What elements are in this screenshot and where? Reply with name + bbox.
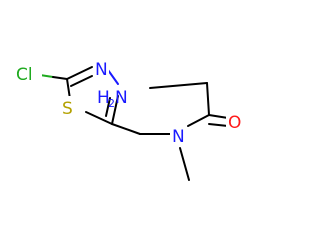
atom-o-label: O <box>228 113 241 133</box>
bond-carbonyl-o-double <box>208 123 229 127</box>
side-chain <box>111 82 229 181</box>
atom-nh2-n-label: N <box>115 88 128 108</box>
bond-carbonyl-ch2 <box>206 82 210 116</box>
atom-n-ring-label: N <box>95 60 108 80</box>
atom-nh2-h-label: H <box>97 88 110 108</box>
bond-s1-c2 <box>66 78 71 100</box>
bond-c5-ch2 <box>111 123 141 135</box>
atom-nh2-subscript: 2 <box>108 97 115 110</box>
bond-n4-c5-double <box>105 97 111 117</box>
bond-c5-s1 <box>85 111 113 125</box>
bond-namide-methyl <box>179 147 190 181</box>
atom-cl-label: Cl <box>16 65 33 85</box>
bond-c2-n3-double <box>70 75 93 87</box>
bond-n3-n4 <box>107 69 119 85</box>
bond-carbonyl-o <box>208 114 229 119</box>
molecule-structure-diagram: Cl N S N H 2 N O <box>16 60 242 181</box>
bond-c2-n3 <box>66 66 93 80</box>
bond-namide-carbonyl <box>187 114 210 127</box>
bond-cl-c2 <box>39 74 68 80</box>
bond-n4-c5 <box>111 95 119 125</box>
thiadiazole-ring <box>66 66 119 125</box>
atom-n-amide-label: N <box>172 127 185 147</box>
bond-ch2-nh2 <box>149 82 208 89</box>
atom-s-label: S <box>62 99 73 119</box>
